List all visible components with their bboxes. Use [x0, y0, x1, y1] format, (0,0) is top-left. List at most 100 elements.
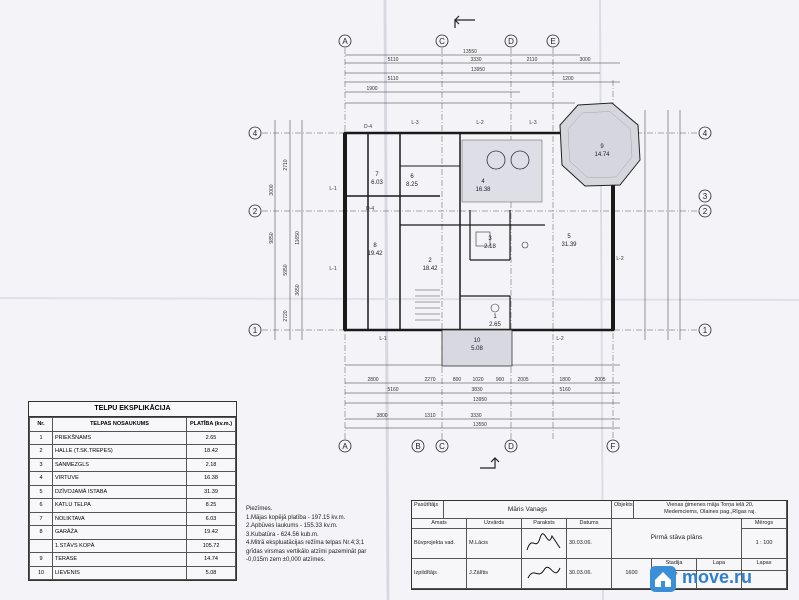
dim-bottom-9: 3830 — [471, 387, 482, 393]
terrace-octagon — [559, 102, 641, 187]
notes-line: 2.Apbūves laukums - 155.33 kv.m. — [246, 523, 338, 529]
dim-top-4: 3000 — [579, 57, 590, 63]
row2-name: J.Zālītis — [467, 559, 522, 589]
dim-left-0: 2710 — [283, 159, 289, 170]
room-2-number: 2 — [428, 258, 432, 264]
dim-left-6: 2720 — [283, 310, 289, 321]
wall-tag-8: L-2 — [556, 336, 563, 342]
room-2-area: 18.42 — [422, 266, 438, 272]
room-5-area: 31.39 — [561, 242, 577, 248]
row2-signature — [522, 559, 567, 589]
wall-tag-4: L-1 — [329, 186, 336, 192]
notes-line: 1.Mājas kopējā platība - 197.15 kv.m. — [246, 514, 346, 521]
dim-bottom-1: 2270 — [424, 377, 435, 383]
lapas-value — [742, 571, 787, 589]
notes-line: -0,015m zem ±0,000 atzīmes. — [246, 557, 326, 563]
lapas-label: Lapas — [742, 559, 787, 571]
pasutitajs-label: Pasūtītājs — [412, 501, 444, 519]
grid-row-1-left: 1 — [253, 326, 258, 335]
grid-col-c-top: C — [439, 37, 445, 46]
room-8-number: 8 — [373, 243, 377, 249]
object-address-line: Vienas ģimenes māja Torņa ielā 20, — [666, 502, 754, 508]
row1-signature — [522, 529, 567, 559]
dim-bottom-7: 2005 — [594, 377, 605, 383]
row1-role: Būvprojekta vad. — [412, 529, 467, 559]
dim-bottom-10: 5160 — [559, 387, 570, 393]
kitchen-tile-area — [461, 139, 543, 203]
grid-col-b-bottom: B — [415, 442, 420, 451]
scale-value: 1 : 100 — [742, 529, 787, 559]
room-10-area: 5.08 — [471, 346, 483, 352]
sheet-title: Pirmā stāva plāns — [612, 519, 742, 559]
row1-name: M.Lācis — [467, 529, 522, 559]
wall-tag-0: D-4 — [364, 124, 372, 130]
room-explication-table: TELPU EKSPLIKĀCIJA Nr. TELPAS NOSAUKUMS … — [28, 401, 237, 581]
row2-role: Izpildītājs — [412, 559, 467, 589]
wall-tag-2: L-2 — [476, 120, 483, 126]
dim-top-0: 13550 — [463, 49, 477, 55]
object-address: Vienas ģimenes māja Torņa ielā 20, Medem… — [634, 501, 787, 519]
header-amats: Amats — [412, 519, 467, 529]
dim-top-2: 3330 — [470, 57, 481, 63]
room-8-area: 19.42 — [367, 251, 383, 257]
lapa-label: Lapa — [697, 559, 742, 571]
grid-row-1-right: 1 — [703, 326, 708, 335]
dim-bottom-13: 1310 — [424, 413, 435, 419]
watermark-text: move.ru — [682, 567, 753, 587]
dim-left-4: 5950 — [283, 264, 289, 275]
grid-row-4-left: 4 — [253, 129, 258, 138]
row2-date: 30.03.06. — [567, 559, 612, 589]
dim-bottom-3: 1020 — [472, 377, 483, 383]
entrance-porch — [441, 329, 513, 367]
grid-row-4-right: 4 — [703, 129, 708, 138]
wall-tag-3: L-3 — [529, 120, 536, 126]
dim-top-5: 13950 — [471, 67, 485, 73]
header-paraksts: Paraksts — [522, 519, 567, 529]
grid-col-d-bottom: D — [508, 442, 514, 451]
header-name: TELPAS NOSAUKUMS — [52, 417, 187, 432]
dim-bottom-12: 3800 — [376, 413, 387, 419]
grid-col-f-bottom: F — [611, 442, 616, 451]
grid-col-a-top: A — [342, 37, 348, 46]
dim-left-1: 3000 — [269, 184, 275, 195]
grid-col-a-bottom: A — [342, 442, 348, 451]
header-nr: Nr. — [29, 417, 53, 432]
dim-bottom-11: 13950 — [473, 397, 487, 403]
room-7-area: 6.03 — [371, 180, 383, 186]
dim-left-5: 3650 — [295, 284, 301, 295]
room-6-area: 8.25 — [406, 182, 418, 188]
notes-heading: Piezīmes. — [246, 506, 273, 512]
header-area: PLATĪBA (kv.m.) — [186, 417, 236, 432]
dim-top-8: 1900 — [366, 86, 377, 92]
row1-date: 30.03.06. — [567, 529, 612, 559]
grid-col-e-top: E — [550, 37, 555, 46]
signature-mark — [526, 533, 561, 551]
notes-line: 4.Mitrā ekspluatācijas režīma telpas Nr.… — [246, 540, 365, 546]
room-3-number: 3 — [488, 236, 492, 242]
wall-tag-1: L-3 — [411, 120, 418, 126]
project-code: 1600 — [612, 559, 652, 589]
section-arrow-bottom — [480, 457, 500, 469]
room-1-number: 1 — [493, 314, 497, 320]
header-datums: Datums — [567, 519, 612, 529]
grid-row-2-left: 2 — [253, 207, 258, 216]
room-4-number: 4 — [481, 179, 485, 185]
dim-top-6: 5110 — [388, 76, 399, 82]
notes-line: 3.Kubatūra - 624.56 kub.m. — [246, 531, 319, 538]
section-arrow-top — [454, 15, 475, 28]
room-4-area: 16.38 — [475, 187, 491, 193]
dim-left-2: 9850 — [269, 232, 275, 243]
header-uzvards: Uzvārds — [467, 519, 522, 529]
room-9-number: 9 — [600, 144, 604, 150]
dim-bottom-15: 13550 — [473, 422, 487, 428]
dim-left-3: 11650 — [295, 231, 301, 245]
